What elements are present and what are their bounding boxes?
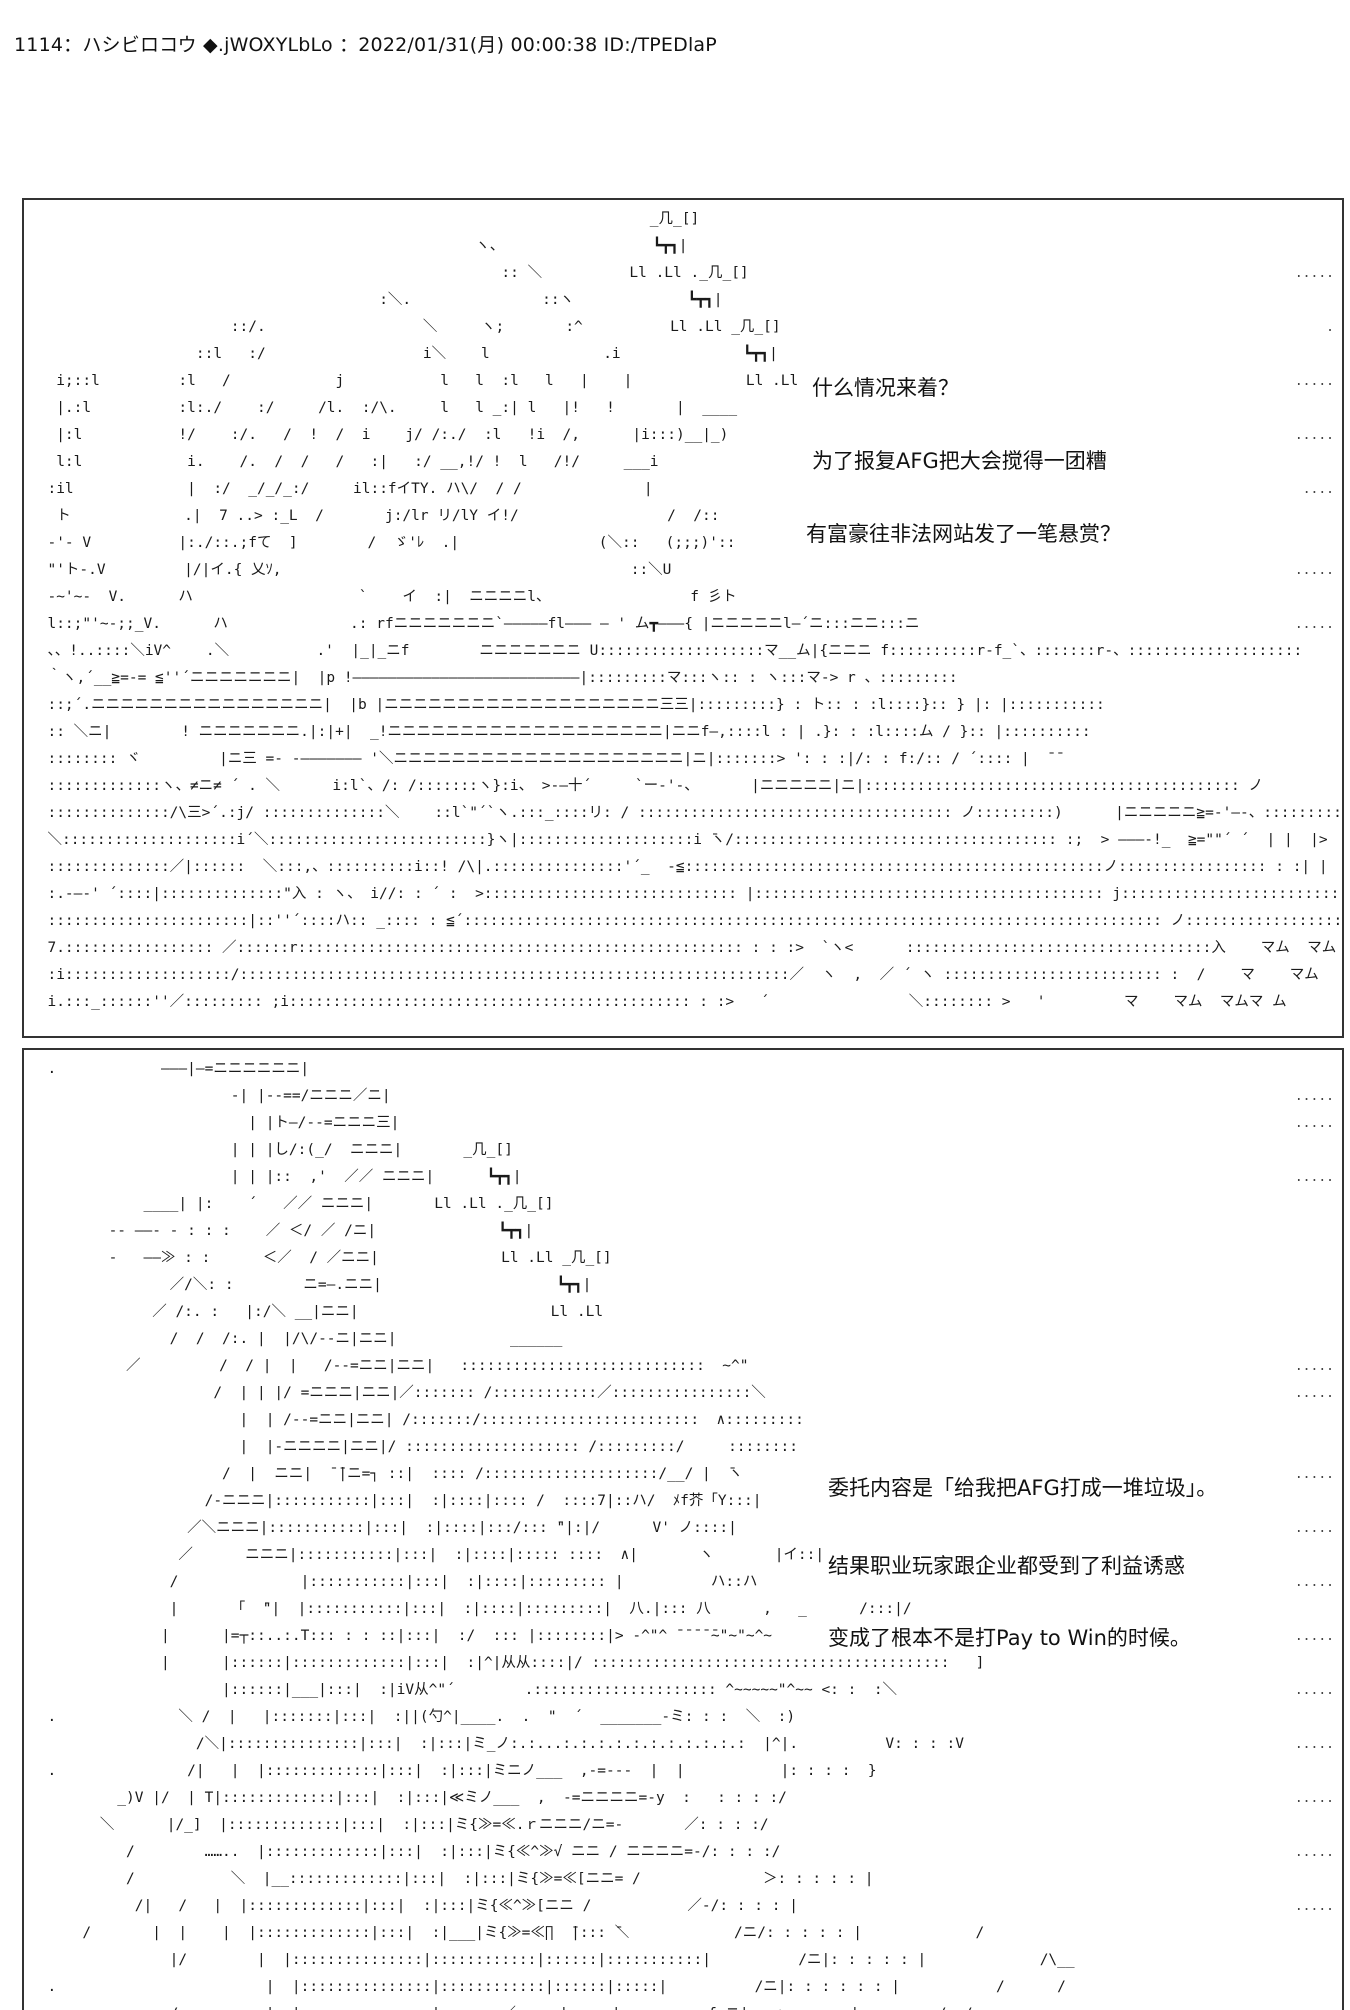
- dialogue-line-3: 有富豪往非法网站发了一笔悬赏？: [806, 522, 1121, 546]
- dialogue-line-1: 什么情况来着？: [812, 376, 959, 400]
- dialogue-line-4: 委托内容是「给我把AFG打成一堆垃圾」。: [828, 1476, 1218, 1500]
- ascii-art-2: . ―――|―=ニニニニニニ| -| |--==/ニニニ／ニ| | |ト―/--…: [47, 1061, 1075, 2010]
- right-edge-dots-2: ..... ..... ..... ..... ..... ..... ....…: [1294, 1089, 1334, 2010]
- ascii-art-1: _几_[] ヽ、 ┗┳┓| :: ＼ Ll .Ll ._几_[]: [47, 211, 1343, 1010]
- dialogue-line-6: 变成了根本不是打Pay to Win的时候。: [828, 1626, 1191, 1650]
- aa-panel-1: _几_[] ヽ、 ┗┳┓| :: ＼ Ll .Ll ._几_[]: [22, 198, 1344, 1038]
- dialogue-line-2: 为了报复AFG把大会搅得一团糟: [812, 449, 1107, 473]
- dialogue-line-5: 结果职业玩家跟企业都受到了利益诱惑: [828, 1554, 1185, 1578]
- right-edge-dots-1: ..... . ..... ..... .... ..... .....: [1294, 266, 1334, 632]
- post-header: 1114：ハシビロコウ ◆.jWOXYLbLo ：2022/01/31(月) 0…: [14, 34, 717, 56]
- aa-panel-2: . ―――|―=ニニニニニニ| -| |--==/ニニニ／ニ| | |ト―/--…: [22, 1048, 1344, 2010]
